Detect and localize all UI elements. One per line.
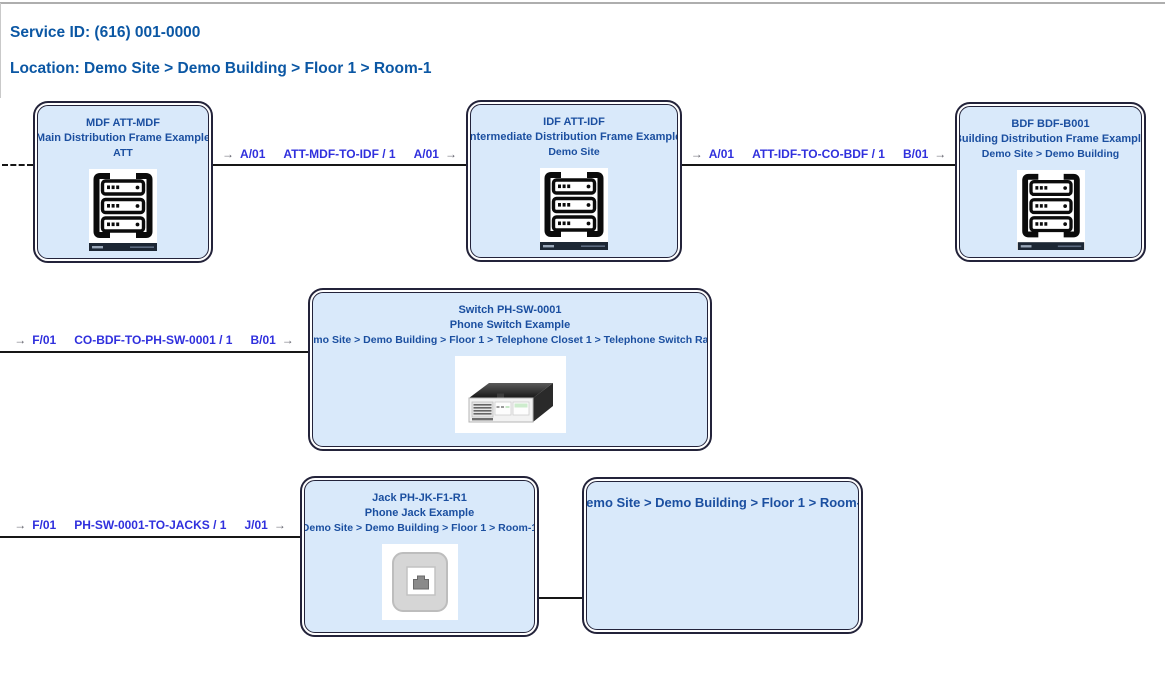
node-jack-body: Jack PH-JK-F1-R1 Phone Jack Example Demo…	[304, 480, 535, 633]
service-id-title: Service ID: (616) 001-0000	[10, 24, 201, 41]
cable-name[interactable]: ATT-MDF-TO-IDF / 1	[283, 147, 396, 161]
rack-icon	[540, 168, 608, 250]
top-divider	[0, 2, 1165, 4]
phone-jack-icon	[381, 544, 458, 620]
rack-icon	[89, 169, 157, 251]
arrow-right-icon: →	[934, 147, 947, 161]
arrow-right-icon: →	[281, 333, 294, 347]
out-port: F/01	[32, 333, 57, 347]
out-port: F/01	[32, 518, 57, 532]
cable-label-bdf-switch: → F/01 CO-BDF-TO-PH-SW-0001 / 1 B/01 →	[0, 333, 308, 347]
cable-name[interactable]: ATT-IDF-TO-CO-BDF / 1	[752, 147, 885, 161]
node-title: Jack PH-JK-F1-R1	[372, 492, 467, 504]
node-idf[interactable]: IDF ATT-IDF Intermediate Distribution Fr…	[466, 100, 682, 262]
node-location: ATT	[113, 147, 133, 159]
cable-line-mdf-idf	[213, 164, 466, 166]
cable-line-jack-room	[539, 597, 582, 599]
node-location: Demo Site > Demo Building > Floor 1 > Te…	[312, 334, 708, 346]
in-port: J/01	[244, 518, 268, 532]
arrow-right-icon: →	[14, 333, 27, 347]
cable-line-switch-jack	[0, 536, 300, 538]
node-location: Demo Site	[548, 146, 600, 158]
node-title: IDF ATT-IDF	[543, 116, 605, 128]
out-port: A/01	[708, 147, 735, 161]
in-port-group: B/01 →	[903, 147, 946, 161]
arrow-right-icon: →	[273, 518, 286, 532]
node-idf-body: IDF ATT-IDF Intermediate Distribution Fr…	[470, 104, 678, 258]
node-mdf[interactable]: MDF ATT-MDF Main Distribution Frame Exam…	[33, 101, 213, 263]
node-title: MDF ATT-MDF	[86, 117, 160, 129]
node-description: Phone Switch Example	[449, 319, 571, 331]
node-location: Demo Site > Demo Building	[981, 148, 1120, 160]
cable-line-bdf-switch	[0, 351, 308, 353]
in-port: B/01	[250, 333, 276, 347]
node-description: Building Distribution Frame Example	[959, 133, 1142, 145]
arrow-right-icon: →	[690, 147, 703, 161]
cable-label-mdf-idf: → A/01 ATT-MDF-TO-IDF / 1 A/01 →	[213, 147, 466, 161]
in-port-group: B/01 →	[250, 333, 293, 347]
cable-name[interactable]: PH-SW-0001-TO-JACKS / 1	[74, 518, 227, 532]
node-description: Main Distribution Frame Example	[37, 132, 209, 144]
node-room-body: Demo Site > Demo Building > Floor 1 > Ro…	[586, 481, 859, 630]
node-bdf[interactable]: BDF BDF-B001 Building Distribution Frame…	[955, 102, 1146, 262]
stub-line-left	[2, 164, 33, 166]
out-port-group: → F/01	[14, 518, 56, 532]
node-title: Switch PH-SW-0001	[458, 304, 562, 316]
node-description: Intermediate Distribution Frame Example	[470, 131, 678, 143]
out-port-group: → A/01	[222, 147, 265, 161]
out-port: A/01	[240, 147, 266, 161]
arrow-right-icon: →	[222, 147, 235, 161]
node-switch[interactable]: Switch PH-SW-0001 Phone Switch Example D…	[308, 288, 712, 451]
node-bdf-body: BDF BDF-B001 Building Distribution Frame…	[959, 106, 1142, 258]
node-description: Phone Jack Example	[364, 507, 475, 519]
cable-line-idf-bdf	[682, 164, 955, 166]
rack-icon	[1016, 170, 1085, 250]
out-port-group: → F/01	[14, 333, 56, 347]
node-mdf-body: MDF ATT-MDF Main Distribution Frame Exam…	[37, 105, 209, 259]
cable-label-idf-bdf: → A/01 ATT-IDF-TO-CO-BDF / 1 B/01 →	[682, 147, 955, 161]
out-port-group: → A/01	[691, 147, 734, 161]
node-switch-body: Switch PH-SW-0001 Phone Switch Example D…	[312, 292, 708, 447]
in-port: A/01	[413, 147, 439, 161]
node-title: BDF BDF-B001	[1011, 118, 1090, 130]
arrow-right-icon: →	[444, 147, 457, 161]
in-port-group: A/01 →	[414, 147, 457, 161]
in-port-group: J/01 →	[244, 518, 285, 532]
left-divider	[0, 3, 1, 98]
room-location-text: Demo Site > Demo Building > Floor 1 > Ro…	[586, 495, 859, 510]
cable-label-switch-jacks: → F/01 PH-SW-0001-TO-JACKS / 1 J/01 →	[0, 518, 300, 532]
node-room[interactable]: Demo Site > Demo Building > Floor 1 > Ro…	[582, 477, 863, 634]
in-port: B/01	[902, 147, 929, 161]
node-location: Demo Site > Demo Building > Floor 1 > Ro…	[304, 522, 535, 534]
phone-switch-icon	[454, 356, 566, 433]
cable-name[interactable]: CO-BDF-TO-PH-SW-0001 / 1	[74, 333, 233, 347]
location-breadcrumb: Location: Demo Site > Demo Building > Fl…	[10, 60, 432, 77]
arrow-right-icon: →	[14, 518, 27, 532]
node-jack[interactable]: Jack PH-JK-F1-R1 Phone Jack Example Demo…	[300, 476, 539, 637]
